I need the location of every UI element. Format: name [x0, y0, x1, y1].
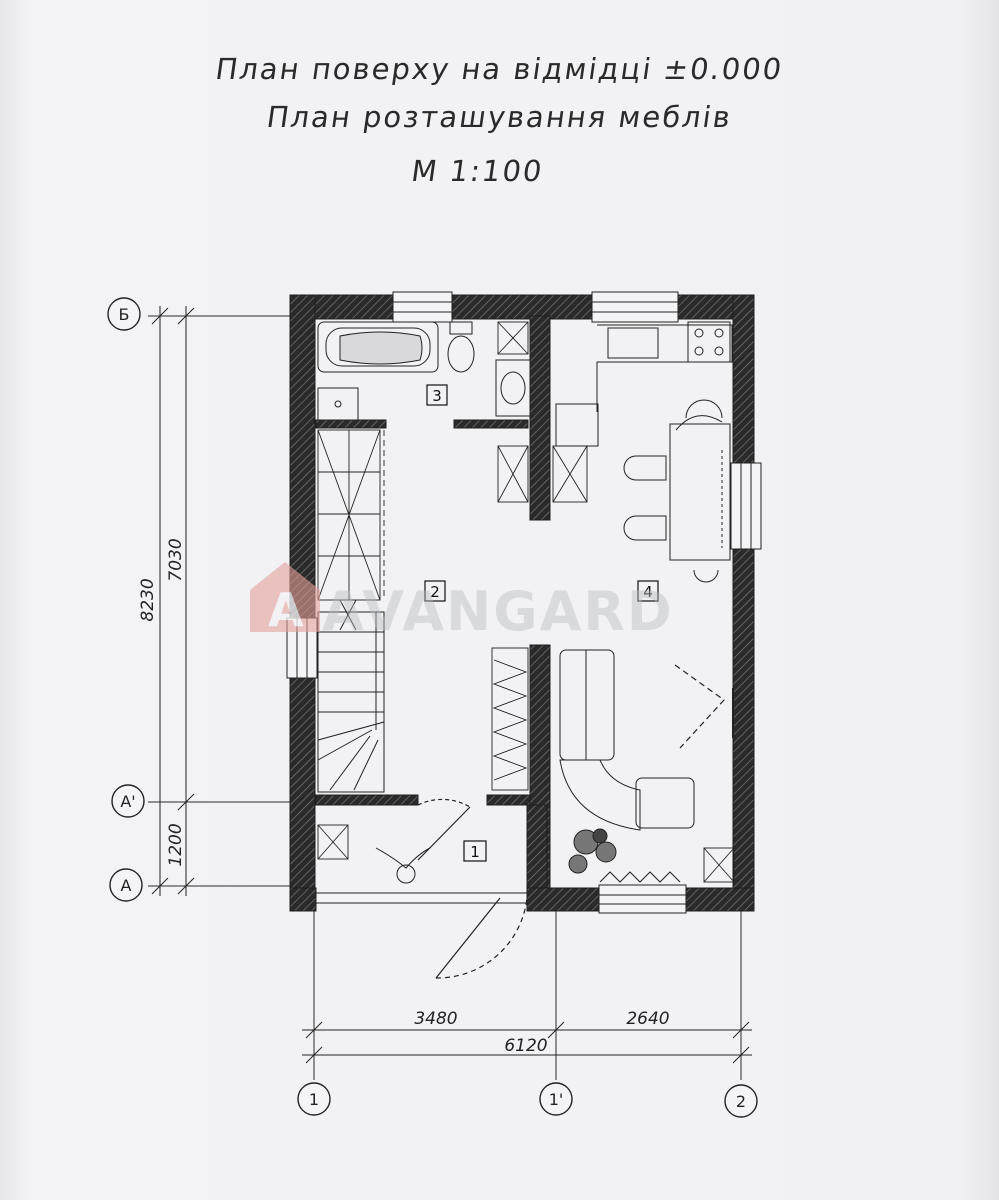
axis-label: Б	[119, 305, 130, 324]
svg-text:A: A	[268, 583, 304, 637]
room-label-2: 2	[424, 580, 446, 602]
sink	[495, 359, 531, 417]
dimension-bottom-left: 3480	[414, 1009, 457, 1029]
plant	[568, 828, 617, 874]
kitchen-counter	[555, 321, 733, 447]
toilet	[447, 321, 475, 373]
staircase	[317, 599, 385, 793]
radiator	[599, 871, 681, 883]
axis-lines	[148, 315, 742, 1080]
bathtub	[317, 321, 439, 373]
washing-machine	[317, 387, 359, 421]
shaft-crossed-boxes	[317, 321, 735, 883]
exterior-walls	[289, 294, 755, 912]
dimension-left	[151, 306, 195, 896]
room-number: 3	[432, 387, 442, 405]
axis-bubble-b: Б	[107, 297, 141, 331]
axis-bubble-2: 2	[724, 1084, 758, 1118]
door-swings	[417, 664, 734, 979]
watermark: A AVANGARD	[250, 562, 674, 643]
interior-walls	[315, 315, 551, 889]
room-label-1: 1	[463, 840, 487, 862]
axis-bubble-a-prime: А'	[111, 784, 145, 818]
dining-table	[623, 399, 731, 583]
wardrobe	[491, 647, 529, 791]
axis-bubble-a: А	[109, 868, 143, 902]
dimension-left-upper: 7030	[166, 538, 186, 581]
room-label-3: 3	[426, 384, 448, 406]
room-number: 2	[430, 583, 440, 601]
axis-label: А'	[120, 792, 135, 811]
room-number: 1	[470, 843, 480, 861]
dimension-left-total: 8230	[138, 578, 158, 621]
room-number: 4	[643, 583, 653, 601]
dimension-bottom-right: 2640	[626, 1009, 669, 1029]
axis-bubble-1: 1	[297, 1082, 331, 1116]
axis-label: А	[121, 876, 132, 895]
dimension-bottom-total: 6120	[504, 1036, 547, 1056]
axis-label: 1	[309, 1090, 319, 1109]
dimension-left-lower: 1200	[166, 823, 186, 866]
axis-label: 2	[736, 1092, 746, 1111]
corner-sofa	[559, 649, 695, 831]
axis-label: 1'	[549, 1090, 564, 1109]
watermark-text: AVANGARD	[322, 580, 674, 643]
storage-shelves	[317, 429, 385, 601]
room-label-4: 4	[637, 580, 659, 602]
dimension-bottom	[302, 1021, 752, 1064]
person-figure	[375, 847, 431, 884]
axis-bubble-1-prime: 1'	[539, 1082, 573, 1116]
